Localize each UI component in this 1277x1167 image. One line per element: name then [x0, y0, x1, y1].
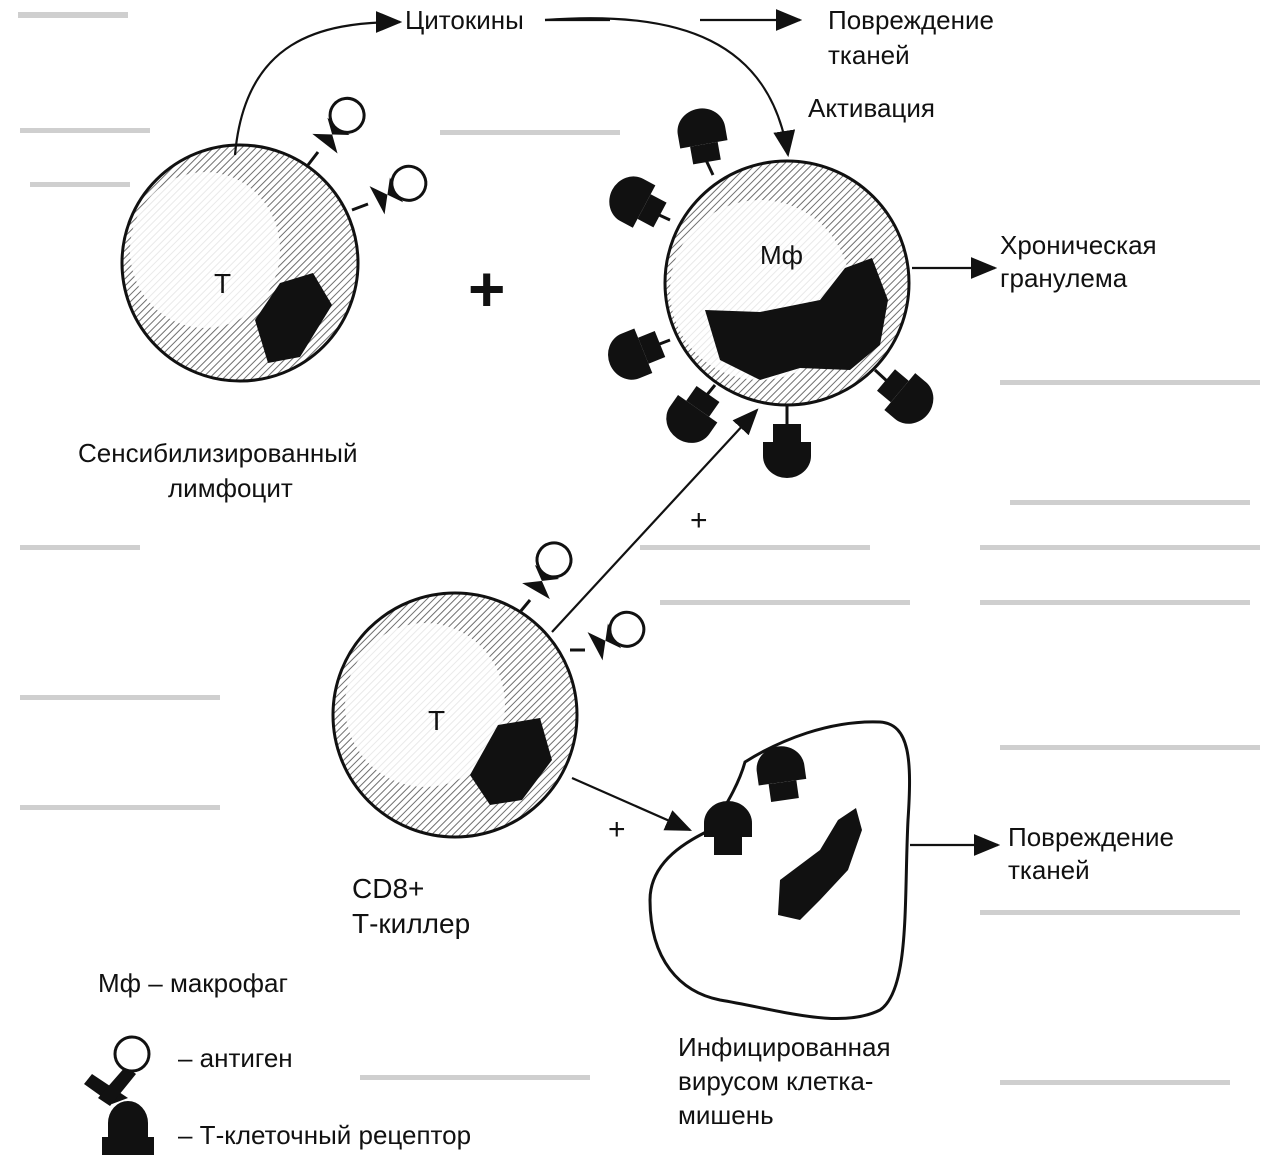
macrophage-abbrev: Мф: [760, 240, 803, 271]
infected-target-cell: [650, 722, 910, 1019]
arrow-to-target: [572, 778, 690, 830]
legend-antigen-icon: [84, 1037, 149, 1106]
tissue-damage-top-label-line2: тканей: [828, 40, 910, 71]
cytokines-label: Цитокины: [405, 5, 524, 36]
activation-label: Активация: [808, 93, 935, 124]
arrow-to-macrophage: [552, 410, 757, 632]
sensitized-lymphocyte-label-line2: лимфоцит: [168, 473, 293, 504]
tissue-damage-bottom-label-line1: Повреждение: [1008, 822, 1174, 853]
cd8-label-line2: Т-киллер: [352, 908, 470, 939]
legend-receptor-label: – Т-клеточный рецептор: [178, 1120, 471, 1151]
t-killer-letter: T: [428, 705, 445, 736]
sensitized-lymphocyte: [122, 91, 432, 381]
infected-cell-label-line2: вирусом клетка-: [678, 1066, 873, 1097]
legend-receptor-icon: [102, 1101, 154, 1155]
sensitized-lymphocyte-label-line1: Сенсибилизированный: [78, 438, 358, 469]
chronic-granuloma-label-line1: Хроническая: [1000, 230, 1157, 261]
plus-sign-lower: +: [608, 815, 626, 845]
legend-antigen-label: – антиген: [178, 1043, 293, 1074]
plus-sign-upper: +: [690, 506, 708, 536]
infected-cell-label-line1: Инфицированная: [678, 1032, 891, 1063]
infected-cell-label-line3: мишень: [678, 1100, 774, 1131]
t-cell-letter: T: [214, 268, 231, 299]
macrophage: [601, 105, 943, 478]
tissue-damage-bottom-label-line2: тканей: [1008, 855, 1090, 886]
tissue-damage-top-label-line1: Повреждение: [828, 5, 994, 36]
cd8-label-line1: CD8+: [352, 873, 424, 904]
chronic-granuloma-label-line2: гранулема: [1000, 263, 1127, 294]
plus-sign-main: +: [468, 257, 505, 321]
legend-macrophage-row: Мф – макрофаг: [98, 968, 288, 999]
